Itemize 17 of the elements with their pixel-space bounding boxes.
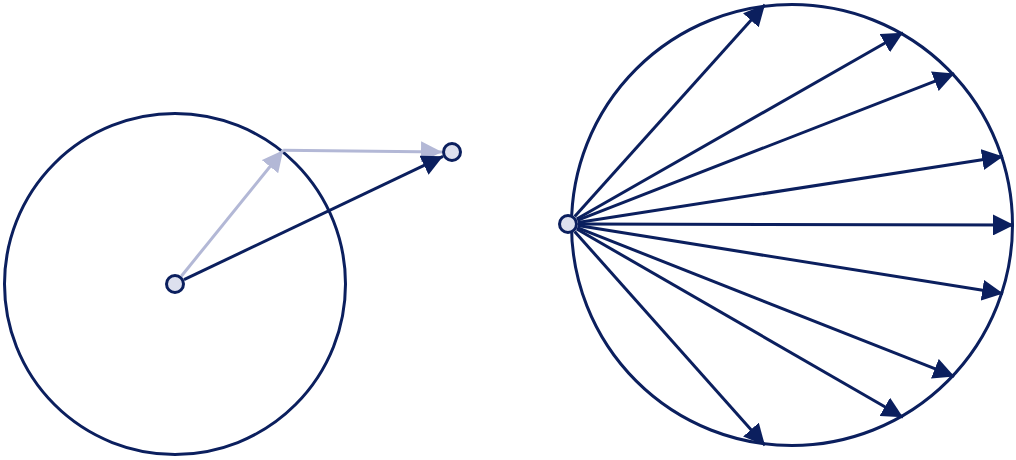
circle-outline	[570, 3, 1014, 447]
arrow	[578, 214, 1014, 236]
point-marker	[442, 142, 462, 162]
arrow	[576, 226, 955, 379]
arrow	[577, 149, 1004, 224]
point-marker	[165, 274, 185, 294]
arrow	[183, 154, 444, 282]
arrow	[573, 3, 766, 218]
arrow	[577, 224, 1004, 301]
arrow	[576, 71, 955, 222]
arrow	[180, 149, 285, 278]
arrow	[575, 227, 904, 419]
arrow	[573, 230, 767, 447]
point-marker	[558, 214, 578, 234]
arrow	[283, 141, 442, 163]
circle-outline	[3, 112, 347, 456]
arrow	[575, 31, 904, 221]
